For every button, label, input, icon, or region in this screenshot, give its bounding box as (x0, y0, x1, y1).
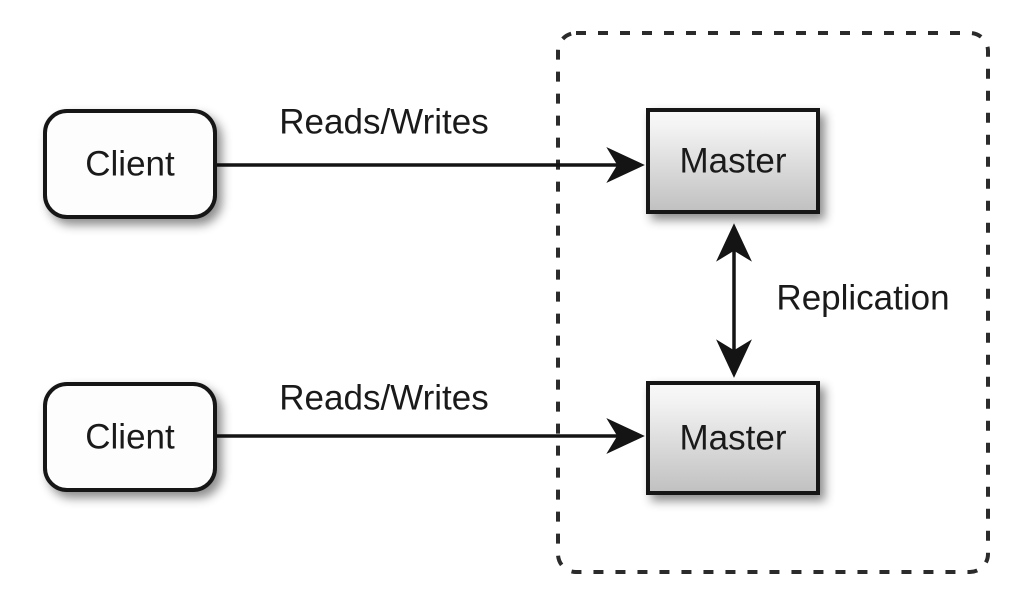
master-box-top[interactable] (646, 108, 820, 214)
client-box-top[interactable] (43, 109, 217, 219)
client-node-bottom[interactable]: Client (43, 382, 217, 492)
edge-label-reads-writes-top: Reads/Writes (279, 102, 488, 141)
master-node-bottom[interactable]: Master (646, 381, 820, 495)
master-label-bottom: Master (680, 418, 787, 457)
client-node-top[interactable]: Client (43, 109, 217, 219)
master-box-bottom[interactable] (646, 381, 820, 495)
master-node-top[interactable]: Master (646, 108, 820, 214)
edge-label-replication: Replication (776, 278, 949, 317)
client-label-top: Client (85, 144, 175, 183)
client-label-bottom: Client (85, 417, 175, 456)
master-label-top: Master (680, 141, 787, 180)
edge-label-reads-writes-bottom: Reads/Writes (279, 378, 488, 417)
master-group-boundary (556, 31, 990, 574)
client-box-bottom[interactable] (43, 382, 217, 492)
